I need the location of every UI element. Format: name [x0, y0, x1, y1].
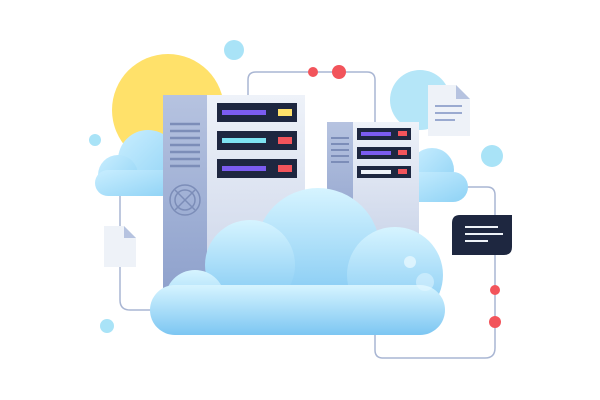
connection-dot: [489, 316, 501, 328]
cloud-highlight: [404, 256, 416, 268]
fan-icon: [169, 184, 201, 216]
connection-dot: [308, 67, 318, 77]
drive-bay: [217, 103, 297, 122]
chat-bubble-icon: [452, 215, 512, 255]
main-cloud: [150, 188, 445, 335]
bubble: [224, 40, 244, 60]
connection-dot: [332, 65, 346, 79]
cloud-highlight: [416, 273, 434, 291]
drive-bay: [217, 131, 297, 150]
bubble: [481, 145, 503, 167]
connection-dot: [490, 285, 500, 295]
bubble: [89, 134, 101, 146]
document-icon: [428, 85, 470, 136]
document-icon: [104, 226, 136, 267]
vent-icon: [170, 122, 200, 168]
bubble: [100, 319, 114, 333]
drive-bay: [217, 159, 297, 178]
